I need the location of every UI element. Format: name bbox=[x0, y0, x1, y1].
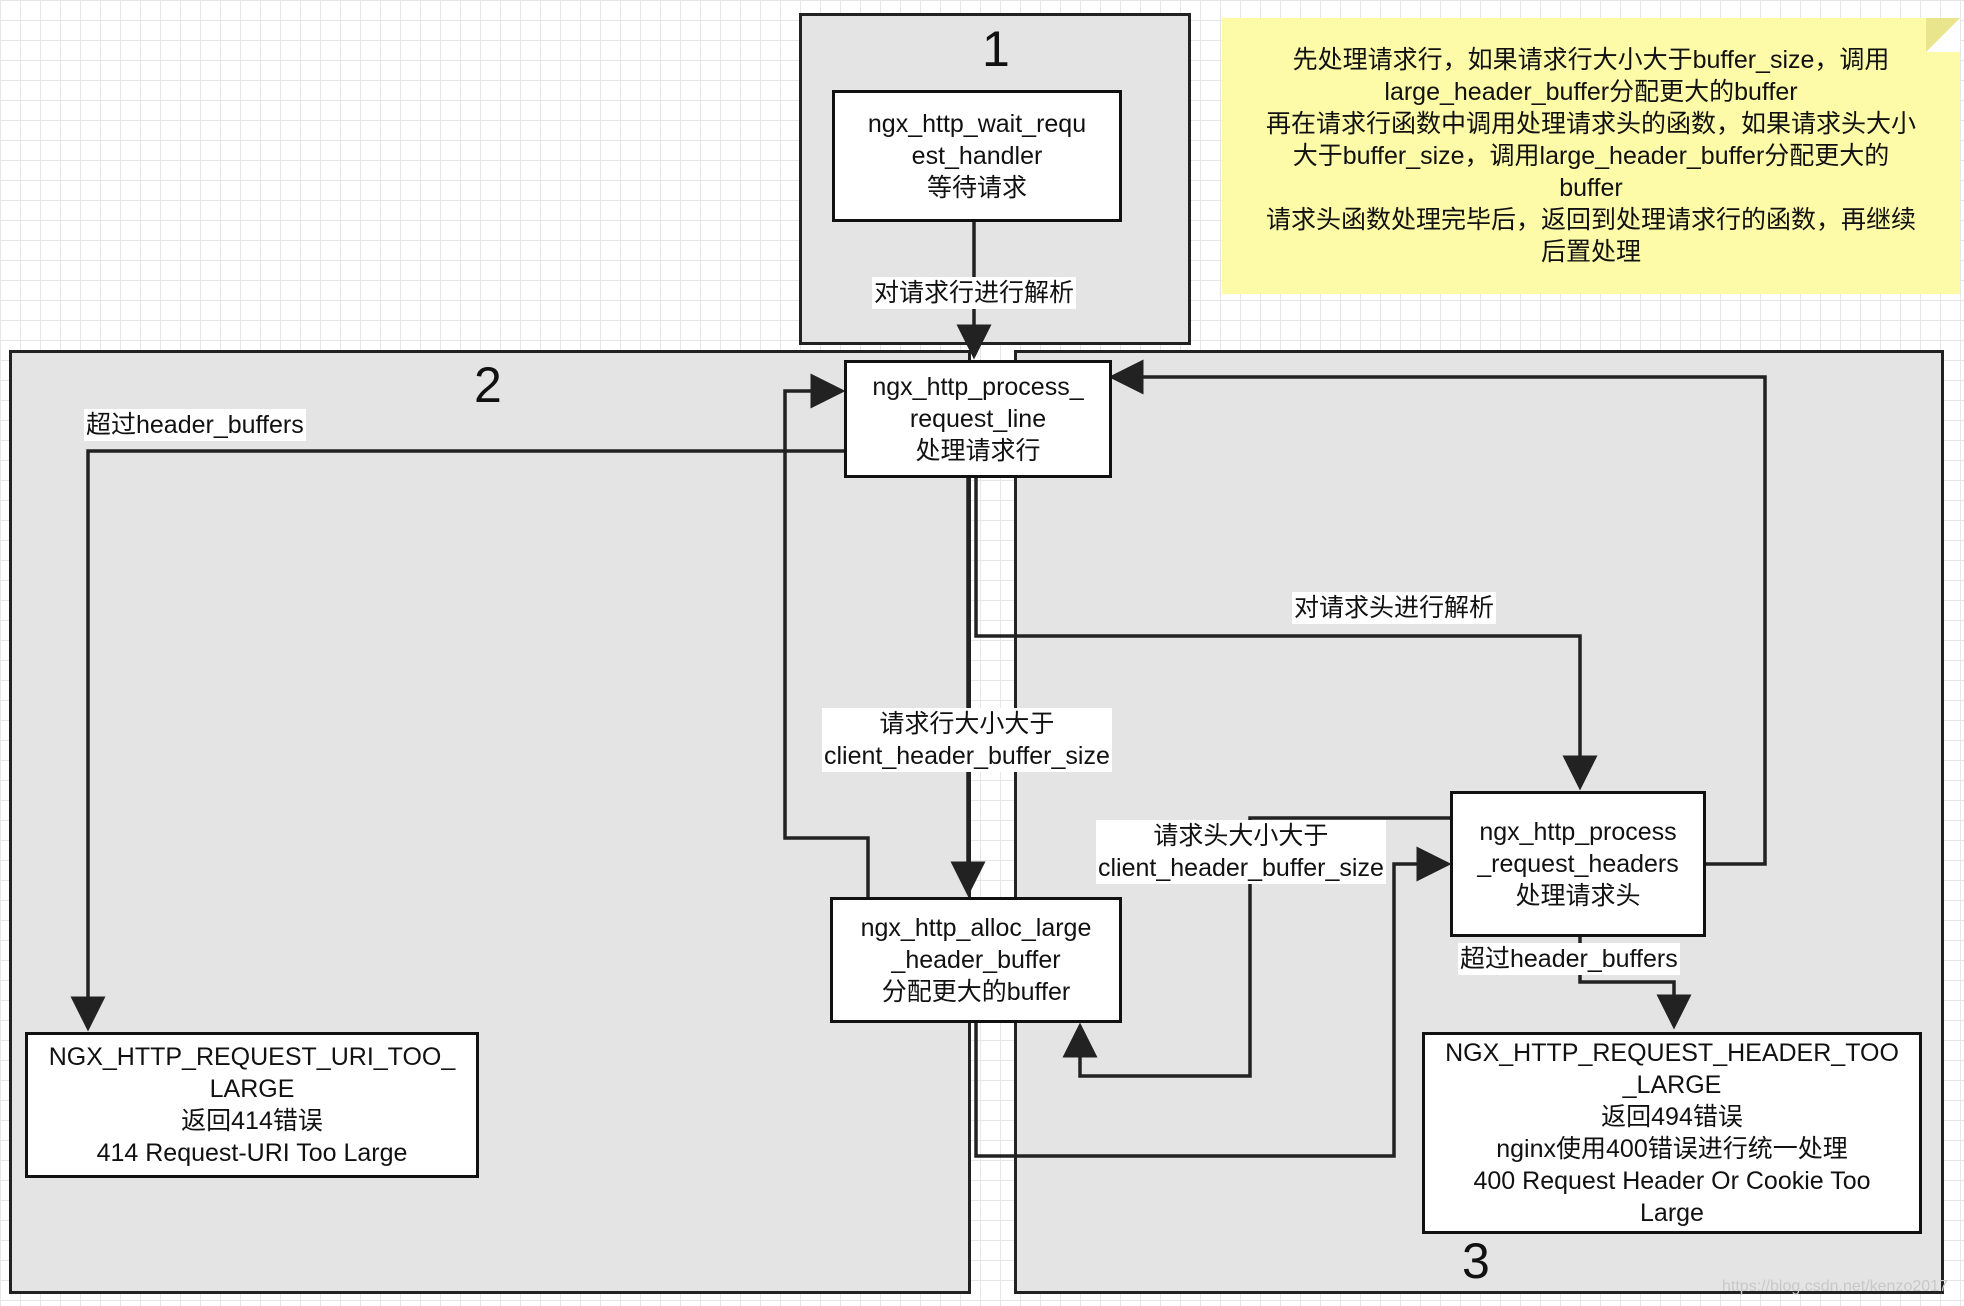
label-parse-request-headers: 对请求头进行解析 bbox=[1292, 592, 1497, 624]
label-request-header-too-big: 请求头大小大于 client_header_buffer_size bbox=[1096, 820, 1386, 884]
edge-parse-headers bbox=[974, 478, 1598, 791]
node-uri-line: 返回414错误 bbox=[181, 1107, 323, 1135]
node-header-line: 返回494错误 bbox=[1601, 1103, 1743, 1131]
node-process-line-line: request_line bbox=[909, 405, 1047, 433]
label-text: 对请求头进行解析 bbox=[1294, 594, 1495, 622]
node-wait-line: est_handler bbox=[911, 142, 1043, 170]
label-exceed-header-buffers-right: 超过header_buffers bbox=[1458, 943, 1680, 975]
region-1-number: 1 bbox=[982, 21, 1010, 77]
note-line: 后置处理 bbox=[1540, 238, 1641, 266]
node-uri-line: LARGE bbox=[209, 1075, 295, 1103]
label-exceed-header-buffers-left: 超过header_buffers bbox=[84, 409, 306, 441]
node-wait-request-handler: ngx_http_wait_requ est_handler 等待请求 bbox=[832, 90, 1122, 222]
note-fold-corner bbox=[1926, 18, 1960, 52]
edge-line-exceeded-to-uri-too-large bbox=[70, 449, 844, 1032]
label-text: 超过header_buffers bbox=[1460, 945, 1678, 973]
node-uri-too-large: NGX_HTTP_REQUEST_URI_TOO_ LARGE 返回414错误 … bbox=[25, 1032, 479, 1178]
node-header-line: 400 Request Header Or Cookie Too bbox=[1473, 1167, 1871, 1195]
node-alloc-line: _header_buffer bbox=[891, 946, 1061, 974]
label-request-line-too-big: 请求行大小大于 client_header_buffer_size bbox=[822, 708, 1112, 772]
label-text: 请求头大小大于 bbox=[1153, 822, 1329, 850]
node-uri-line: 414 Request-URI Too Large bbox=[96, 1139, 408, 1167]
node-wait-line: 等待请求 bbox=[926, 174, 1027, 202]
edge-alloc-back-to-process-line bbox=[783, 373, 870, 898]
node-uri-line: NGX_HTTP_REQUEST_URI_TOO_ bbox=[48, 1043, 456, 1071]
label-text: 超过header_buffers bbox=[86, 411, 304, 439]
node-process-headers-line: 处理请求头 bbox=[1515, 882, 1641, 910]
label-text: 对请求行进行解析 bbox=[874, 279, 1075, 307]
edge-alloc-back-to-headers bbox=[974, 846, 1452, 1158]
node-header-line: nginx使用400错误进行统一处理 bbox=[1496, 1135, 1848, 1163]
node-header-too-large: NGX_HTTP_REQUEST_HEADER_TOO _LARGE 返回494… bbox=[1422, 1032, 1922, 1234]
watermark: https://blog.csdn.net/kenzo2017 bbox=[1722, 1278, 1948, 1295]
label-text: client_header_buffer_size bbox=[824, 742, 1110, 770]
edge-header-too-big-to-alloc bbox=[1062, 816, 1452, 1078]
node-header-line: NGX_HTTP_REQUEST_HEADER_TOO bbox=[1445, 1039, 1899, 1067]
label-text: client_header_buffer_size bbox=[1098, 854, 1384, 882]
node-process-line-line: 处理请求行 bbox=[915, 437, 1041, 465]
note-line: buffer bbox=[1559, 174, 1623, 202]
explanation-note: 先处理请求行，如果请求行大小大于buffer_size，调用 large_hea… bbox=[1222, 18, 1960, 294]
note-line: 请求头函数处理完毕后，返回到处理请求行的函数，再继续 bbox=[1265, 206, 1916, 234]
node-process-headers-line: ngx_http_process bbox=[1479, 818, 1677, 846]
node-process-line-line: ngx_http_process_ bbox=[872, 373, 1084, 401]
edge-headers-return-to-line bbox=[1108, 359, 1767, 866]
node-header-line: Large bbox=[1640, 1199, 1704, 1227]
node-process-headers-line: _request_headers bbox=[1477, 850, 1679, 878]
node-process-request-headers: ngx_http_process _request_headers 处理请求头 bbox=[1450, 791, 1706, 937]
note-line: 再在请求行函数中调用处理请求头的函数，如果请求头大小 bbox=[1265, 110, 1916, 138]
node-alloc-line: 分配更大的buffer bbox=[881, 978, 1071, 1006]
note-line: 先处理请求行，如果请求行大小大于buffer_size，调用 bbox=[1292, 46, 1890, 74]
node-alloc-large-header-buffer: ngx_http_alloc_large _header_buffer 分配更大… bbox=[830, 897, 1122, 1023]
node-wait-line: ngx_http_wait_requ bbox=[867, 110, 1087, 138]
note-line: large_header_buffer分配更大的buffer bbox=[1384, 78, 1798, 106]
node-header-line: _LARGE bbox=[1622, 1071, 1722, 1099]
node-process-request-line: ngx_http_process_ request_line 处理请求行 bbox=[844, 360, 1112, 478]
node-alloc-line: ngx_http_alloc_large bbox=[860, 914, 1092, 942]
label-parse-request-line: 对请求行进行解析 bbox=[872, 277, 1077, 309]
note-line: 大于buffer_size，调用large_header_buffer分配更大的 bbox=[1292, 142, 1890, 170]
region-3-number: 3 bbox=[1462, 1233, 1490, 1289]
region-2-number: 2 bbox=[474, 357, 502, 413]
label-text: 请求行大小大于 bbox=[879, 710, 1055, 738]
